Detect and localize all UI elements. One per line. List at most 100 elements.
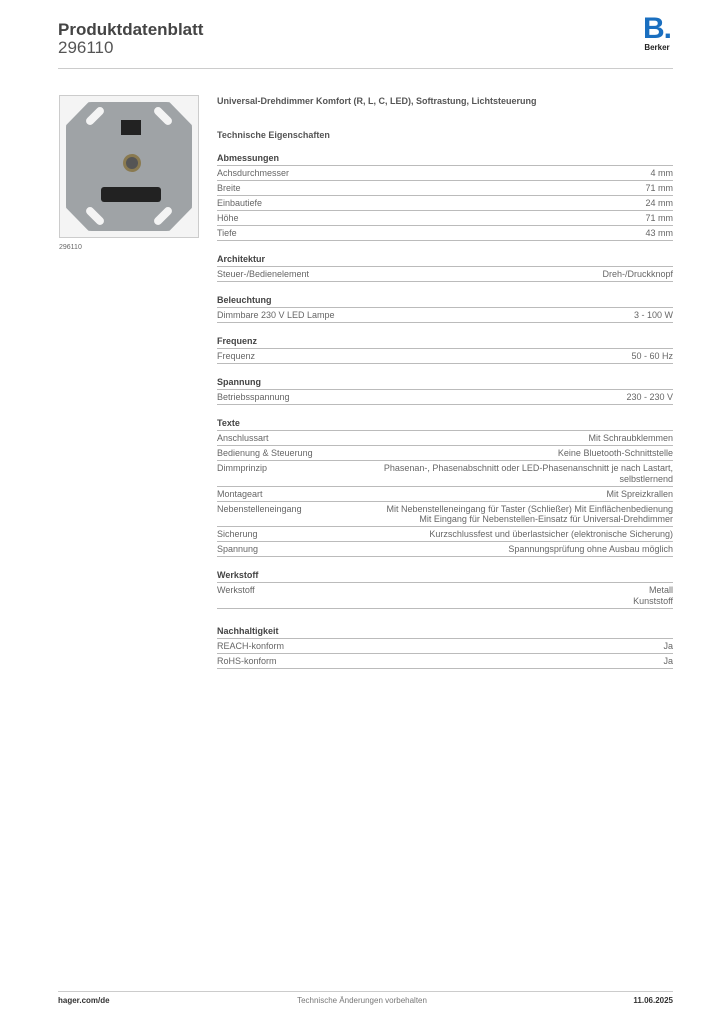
- value-line: 71 mm: [645, 183, 673, 193]
- property-label: Achsdurchmesser: [217, 168, 290, 178]
- property-row: Betriebsspannung 230 - 230 V: [217, 390, 673, 405]
- property-value: Mit Nebenstelleneingang für Taster (Schl…: [357, 503, 674, 525]
- footer-website: hager.com/de: [58, 996, 110, 1005]
- property-label: REACH-konform: [217, 640, 285, 651]
- section-heading: Beleuchtung: [217, 294, 673, 308]
- value-line: Mit Schraubklemmen: [588, 433, 673, 443]
- value-line: Metall: [648, 585, 673, 595]
- value-line: Kurzschlussfest und überlastsicher (elek…: [429, 529, 673, 539]
- value-line: 43 mm: [645, 228, 673, 238]
- property-label: Einbautiefe: [217, 198, 263, 208]
- dimmer-knob: [123, 154, 141, 172]
- property-value: 230 - 230 V: [357, 392, 673, 403]
- property-label: Tiefe: [217, 228, 237, 238]
- value-line: Mit Nebenstelleneingang für Taster (Schl…: [386, 503, 674, 514]
- property-row: Bedienung & Steuerung Keine Bluetooth-Sch…: [217, 446, 673, 461]
- value-line: 3 - 100 W: [633, 310, 673, 320]
- footer-date: 11.06.2025: [633, 996, 673, 1005]
- mounting-slot: [152, 205, 174, 227]
- property-value: Keine Bluetooth-Schnittstelle: [357, 448, 673, 459]
- mounting-slot: [84, 205, 106, 227]
- section-heading: Texte: [217, 417, 673, 431]
- section-heading: Frequenz: [217, 335, 673, 349]
- value-line: 71 mm: [645, 213, 673, 223]
- logo-text: Berker: [644, 43, 670, 52]
- value-line: Dreh-/Druckknopf: [602, 269, 673, 279]
- property-row: Nebenstelleneingang Mit Nebenstelleneinga…: [217, 502, 674, 527]
- property-label: Werkstoff: [217, 585, 255, 595]
- value-line: Keine Bluetooth-Schnittstelle: [557, 448, 673, 458]
- article-number: 296110: [58, 38, 114, 57]
- property-row: Höhe 71 mm: [217, 211, 673, 226]
- property-label: Anschlussart: [217, 433, 269, 443]
- footer-notice: Technische Änderungen vorbehalten: [297, 996, 427, 1005]
- section-heading: Architektur: [217, 253, 673, 267]
- product-data: Universal-Drehdimmer Komfort (R, L, C, L…: [217, 95, 673, 669]
- terminal-block: [101, 187, 161, 202]
- value-line: 230 - 230 V: [626, 392, 673, 402]
- product-image: [59, 95, 199, 238]
- property-label: Bedienung & Steuerung: [217, 448, 313, 458]
- property-label: Sicherung: [217, 529, 258, 539]
- property-row: Steuer-/Bedienelement Dreh-/Druckknopf: [217, 267, 673, 282]
- property-row: Dimmbare 230 V LED Lampe 3 - 100 W: [217, 308, 673, 323]
- section-heading: Spannung: [217, 376, 673, 390]
- value-line: Ja: [663, 640, 673, 651]
- logo-mark: B.: [643, 12, 672, 45]
- property-row: Frequenz 50 - 60 Hz: [217, 349, 673, 364]
- property-label: Dimmbare 230 V LED Lampe: [217, 310, 335, 320]
- property-row: RoHS-konform Ja: [217, 654, 673, 669]
- property-label: Höhe: [217, 213, 239, 223]
- dimmer-plate: [66, 102, 192, 231]
- property-row: REACH-konform Ja: [217, 639, 673, 654]
- section-heading: Werkstoff: [217, 569, 673, 583]
- property-value: 50 - 60 Hz: [357, 351, 673, 362]
- value-line: 4 mm: [650, 168, 674, 178]
- property-value: Dreh-/Druckknopf: [357, 269, 673, 280]
- section-heading: Abmessungen: [217, 152, 673, 166]
- property-value: Mit Spreizkrallen: [357, 489, 673, 500]
- property-row: Spannung Spannungsprüfung ohne Ausbau mög…: [217, 542, 673, 557]
- berker-logo: B. Berker: [641, 14, 673, 52]
- property-row: Sicherung Kurzschlussfest und überlastsic…: [217, 527, 673, 542]
- value-line: Ja: [663, 655, 673, 666]
- property-value: 43 mm: [357, 228, 673, 239]
- mounting-slot: [152, 105, 174, 127]
- property-label: Breite: [217, 183, 241, 193]
- property-value: 4 mm: [357, 168, 674, 179]
- property-row: Tiefe 43 mm: [217, 226, 673, 241]
- header-divider: [58, 68, 673, 69]
- property-value: Spannungsprüfung ohne Ausbau möglich: [357, 544, 673, 555]
- property-value: 3 - 100 W: [357, 310, 673, 321]
- value-line: Mit Eingang für Nebenstellen-Einsatz für…: [419, 514, 673, 524]
- property-label: RoHS-konform: [217, 655, 277, 666]
- property-value: Mit Schraubklemmen: [357, 433, 673, 444]
- property-row: Achsdurchmesser 4 mm: [217, 166, 673, 181]
- property-label: Betriebsspannung: [217, 392, 290, 402]
- value-line: Spannungsprüfung ohne Ausbau möglich: [508, 544, 673, 554]
- product-name: Universal-Drehdimmer Komfort (R, L, C, L…: [217, 96, 537, 106]
- switch-block: [121, 120, 141, 135]
- property-label: Spannung: [217, 544, 259, 554]
- value-line: Phasenan-, Phasenabschnitt oder LED-Phas…: [383, 463, 673, 484]
- property-row: Breite 71 mm: [217, 181, 673, 196]
- property-value: 71 mm: [357, 213, 673, 224]
- property-label: Nebenstelleneingang: [217, 503, 302, 514]
- image-caption: 296110: [59, 244, 82, 251]
- mounting-slot: [84, 105, 106, 127]
- property-label: Frequenz: [217, 351, 256, 361]
- value-line: Mit Spreizkrallen: [606, 488, 673, 499]
- property-label: Steuer-/Bedienelement: [217, 269, 310, 279]
- footer-divider: [58, 991, 673, 992]
